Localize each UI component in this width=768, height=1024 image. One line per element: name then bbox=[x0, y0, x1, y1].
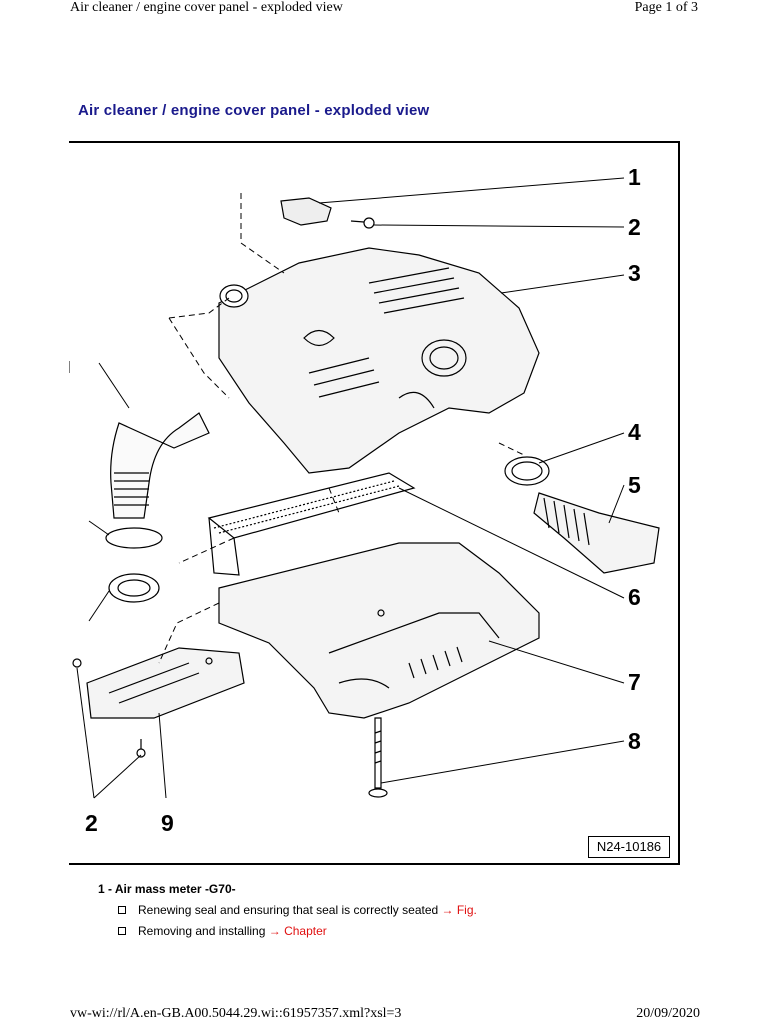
callout-8: 8 bbox=[628, 728, 641, 754]
callout-3: 3 bbox=[628, 260, 641, 286]
support-bracket bbox=[86, 647, 245, 719]
header-doc-title: Air cleaner / engine cover panel - explo… bbox=[70, 0, 343, 15]
filter-element bbox=[207, 472, 416, 539]
callout-7: 7 bbox=[628, 669, 641, 695]
legend-bullet-1: Renewing seal and ensuring that seal is … bbox=[118, 903, 477, 917]
hose-clip bbox=[105, 527, 163, 549]
figure-id-label: N24-10186 bbox=[588, 836, 670, 858]
legend-bullet-2-text: Removing and installing bbox=[138, 924, 266, 938]
seal-ring bbox=[504, 456, 550, 486]
footer-url: vw-wi://rl/A.en-GB.A00.5044.29.wi::61957… bbox=[70, 1006, 402, 1021]
vw-logo bbox=[421, 339, 467, 377]
callout-2: 2 bbox=[628, 214, 641, 240]
legend-item-1-title: 1 - Air mass meter -G70- bbox=[98, 882, 236, 896]
air-mass-meter bbox=[280, 197, 332, 226]
air-cleaner-housing bbox=[218, 542, 540, 719]
legend-bullet-2: Removing and installing → Chapter bbox=[118, 924, 477, 938]
bolt bbox=[374, 717, 382, 789]
callout-4: 4 bbox=[628, 419, 641, 445]
callout-9: 9 bbox=[161, 810, 174, 836]
fig-link[interactable]: → Fig. bbox=[441, 903, 477, 917]
checkbox-square-icon bbox=[118, 905, 126, 914]
legend: 1 - Air mass meter -G70- Renewing seal a… bbox=[98, 882, 477, 938]
legend-bullet-1-text: Renewing seal and ensuring that seal is … bbox=[138, 903, 439, 917]
callout-1: 1 bbox=[628, 164, 641, 190]
callout-2-bottom: 2 bbox=[85, 810, 98, 836]
intake-duct bbox=[533, 492, 660, 574]
exploded-view-figure: 1 2 3 4 5 6 7 8 2 9 N24-10186 bbox=[69, 141, 680, 865]
exploded-view-drawing bbox=[69, 177, 660, 799]
callout-5: 5 bbox=[628, 472, 641, 498]
page-title: Air cleaner / engine cover panel - explo… bbox=[78, 102, 430, 119]
footer-date: 20/09/2020 bbox=[636, 1006, 700, 1021]
chapter-link[interactable]: → Chapter bbox=[268, 924, 327, 938]
header-page-info: Page 1 of 3 bbox=[634, 0, 698, 15]
flexible-hose bbox=[110, 412, 210, 519]
callout-6: 6 bbox=[628, 584, 641, 610]
boot-seal bbox=[108, 573, 160, 603]
checkbox-square-icon bbox=[118, 926, 126, 935]
engine-cover-panel bbox=[218, 247, 540, 474]
